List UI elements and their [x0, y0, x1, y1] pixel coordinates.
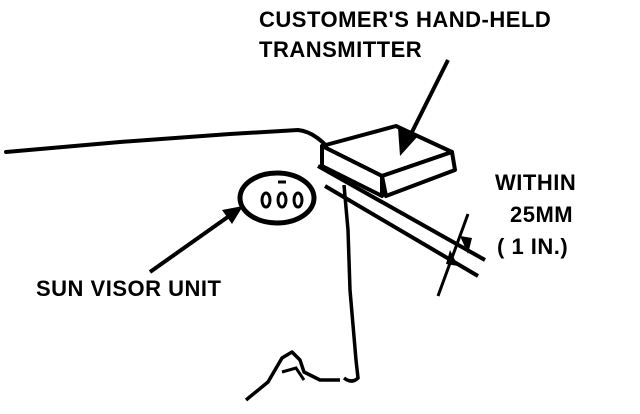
- within-label-line1: WITHIN: [495, 170, 576, 195]
- transmitter-leader: [398, 59, 450, 156]
- sun-visor-unit: [237, 170, 317, 226]
- sun-visor-leader-arrowhead: [222, 206, 243, 224]
- transmitter-label-line1: CUSTOMER'S HAND-HELD: [259, 7, 551, 32]
- headliner-line: [4, 127, 344, 172]
- dimension-arrow-bottom: [446, 250, 458, 266]
- sun-visor-unit-label: SUN VISOR UNIT: [36, 276, 222, 301]
- transmitter-leader-arrowhead: [398, 128, 418, 156]
- hand-held-transmitter: [320, 124, 457, 198]
- hand-sketch-outline: [244, 350, 340, 402]
- hand-sketch: [244, 350, 340, 402]
- sun-visor: [317, 164, 486, 383]
- within-label-line2: 25MM: [510, 202, 573, 227]
- transmitter-label-line2: TRANSMITTER: [259, 37, 422, 62]
- sun-visor-leader-line: [148, 212, 234, 274]
- dimension-arrow-top: [460, 236, 472, 254]
- within-label-line3: ( 1 IN.): [497, 234, 568, 259]
- visor-button-1: [260, 191, 272, 209]
- transmitter-leader-line: [403, 59, 450, 147]
- sun-visor-edge: [342, 184, 360, 383]
- transmitter-side-face: [380, 150, 457, 198]
- hand-sketch-finger: [281, 366, 306, 381]
- visor-button-2: [276, 191, 288, 209]
- dimension-line: [436, 213, 470, 297]
- transmitter-front-face: [320, 144, 384, 198]
- visor-button-3: [292, 191, 304, 209]
- sun-visor-leader: [148, 206, 243, 274]
- distance-dimension: [436, 213, 472, 297]
